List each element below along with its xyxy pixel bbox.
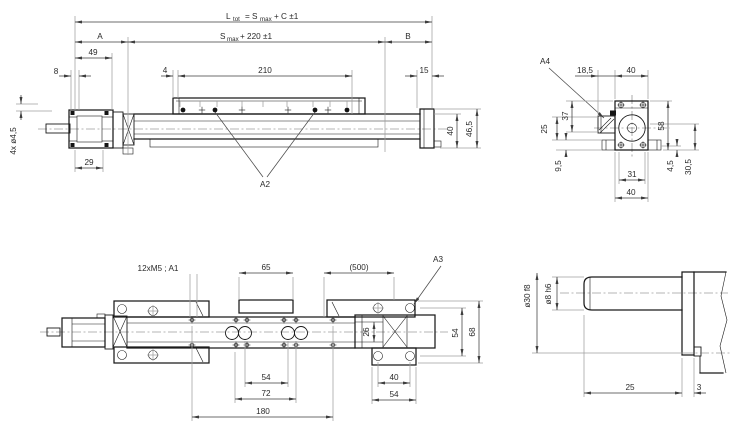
mounting-plate-bottom-left <box>113 346 210 364</box>
dim-total-length-label: + C ±1 <box>274 12 299 21</box>
roller <box>281 326 295 340</box>
rail-body <box>133 113 421 148</box>
dim-26-label: 26 <box>362 327 371 337</box>
a3-leader <box>413 265 442 305</box>
plan-view-body <box>40 265 448 366</box>
dim-total-length-sub: max <box>260 16 273 23</box>
dim-40-bottom-label: 40 <box>626 188 636 197</box>
mounting-plate-top-left <box>113 300 210 318</box>
dim-58-label: 58 <box>657 121 666 131</box>
shaft-end <box>597 115 616 134</box>
dim-a-label: A <box>97 32 103 41</box>
dim-37-label: 37 <box>561 111 570 121</box>
dim-40-label: 40 <box>446 126 455 136</box>
dim-stroke-sub: max <box>227 36 240 43</box>
dim-500-label: (500) <box>349 263 368 272</box>
bearing-bore <box>618 114 646 142</box>
a4-label: A4 <box>540 57 550 66</box>
dim-54-plate-label: 54 <box>389 390 399 399</box>
dim-18-5-label: 18,5 <box>577 66 593 75</box>
plan-view-dimensions: 12xM5 ; A1 65 (500) A3 26 54 68 54 72 18… <box>138 255 483 421</box>
motor-flange <box>681 271 695 356</box>
dim-9-5-label: 9,5 <box>554 160 563 172</box>
dim-4-5-label: 4,5 <box>666 160 675 172</box>
dim-3-label: 3 <box>697 383 702 392</box>
dim-210-label: 210 <box>258 66 272 75</box>
a4-leader <box>548 67 605 119</box>
dim-68-label: 68 <box>468 327 477 337</box>
mounting-hole <box>117 304 127 314</box>
a3-label: A3 <box>433 255 443 264</box>
carriage-screw <box>180 107 186 113</box>
a2-label: A2 <box>260 180 270 189</box>
plan-view: 12xM5 ; A1 65 (500) A3 26 54 68 54 72 18… <box>40 255 483 421</box>
side-view: L tot = S max + C ±1 S max + 220 ±1 A B … <box>9 12 481 189</box>
mounting-plate-bottom-right <box>371 347 417 366</box>
dim-total-length-sub: tot <box>233 16 240 23</box>
dim-b-label: B <box>405 32 411 41</box>
dim-15-label: 15 <box>419 66 429 75</box>
dim-total-length-label: L <box>226 12 231 21</box>
dim-d30-label: ø30 f8 <box>523 284 532 308</box>
dim-54-height-label: 54 <box>451 328 460 338</box>
mounting-hole <box>117 350 127 360</box>
carriage-screw <box>344 107 350 113</box>
side-view-dimensions: L tot = S max + C ±1 S max + 220 ±1 A B … <box>9 12 481 189</box>
dim-25-label: 25 <box>625 383 635 392</box>
dim-54-rollers-label: 54 <box>261 373 271 382</box>
dim-29-label: 29 <box>84 158 94 167</box>
end-view-body <box>548 67 670 159</box>
dim-8-label: 8 <box>54 67 59 76</box>
dim-31-label: 31 <box>627 170 637 179</box>
roller <box>238 326 252 340</box>
dim-46-5-label: 46,5 <box>465 121 474 137</box>
end-view: A4 18,5 40 37 25 9,5 58 4,5 30,5 31 40 <box>540 57 699 202</box>
shaft-bore <box>627 123 637 133</box>
dim-30-5-label: 30,5 <box>684 159 693 175</box>
dim-total-length-label: = S <box>245 12 258 21</box>
dim-4-label: 4 <box>163 66 168 75</box>
dim-25-label: 25 <box>540 124 549 134</box>
dim-stroke-label: + 220 ±1 <box>240 32 272 41</box>
mounting-hole <box>373 351 383 361</box>
mounting-plate-top-right <box>326 299 416 318</box>
shaft-detail-view: ø30 f8 ø8 h6 25 3 <box>523 271 731 397</box>
motor-block-plan <box>61 317 106 348</box>
drive-shaft-plan <box>46 327 61 337</box>
carriage <box>172 97 366 115</box>
dim-65-label: 65 <box>261 263 271 272</box>
foot-flange-left <box>601 139 616 151</box>
pilot-collar <box>693 346 702 357</box>
dim-stroke-label: S <box>220 32 226 41</box>
side-view-body <box>38 97 450 178</box>
shaft-detail-body <box>560 271 731 374</box>
mounting-holes-label: 4x ø4,5 <box>9 127 18 155</box>
dim-72-label: 72 <box>261 389 271 398</box>
a2-leader <box>214 111 264 178</box>
shaft-cylinder <box>583 276 683 311</box>
dim-180-label: 180 <box>256 407 270 416</box>
dim-40-top-label: 40 <box>626 66 636 75</box>
foot-flange-right <box>647 139 662 151</box>
mounting-hole <box>405 351 415 361</box>
roller <box>225 326 239 340</box>
end-block <box>419 108 435 149</box>
end-view-dimensions: A4 18,5 40 37 25 9,5 58 4,5 30,5 31 40 <box>540 57 699 202</box>
a2-leader <box>266 111 316 178</box>
coupling-housing <box>112 111 124 149</box>
carriage-screw <box>212 107 218 113</box>
roller <box>294 326 308 340</box>
carriage-screw <box>312 107 318 113</box>
a3-hole <box>405 303 415 313</box>
rail-plan <box>126 316 356 349</box>
dim-d8-label: ø8 h6 <box>544 283 553 304</box>
thread-callout-label: 12xM5 ; A1 <box>138 264 179 273</box>
drive-shaft <box>45 123 71 134</box>
break-line <box>719 271 728 374</box>
dim-40-label: 40 <box>389 373 399 382</box>
shaft-detail-dimensions: ø30 f8 ø8 h6 25 3 <box>523 272 706 397</box>
carriage-plate-plan <box>238 299 294 314</box>
dim-49-label: 49 <box>88 48 98 57</box>
